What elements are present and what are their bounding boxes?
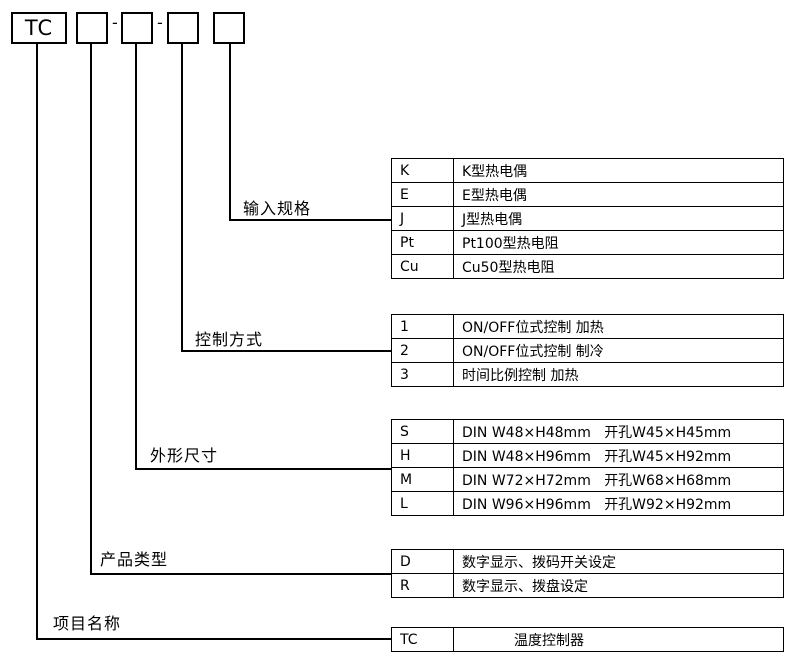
connector-control (181, 44, 391, 352)
option-code: 3 (391, 362, 454, 387)
option-desc: DIN W72×H72mm 开孔W68×H68mm (453, 467, 784, 492)
option-desc: Cu50型热电阻 (453, 254, 784, 279)
code-slot-type (76, 12, 108, 44)
option-code: K (391, 158, 454, 183)
option-desc: Pt100型热电阻 (453, 230, 784, 255)
label-size: 外形尺寸 (150, 446, 219, 465)
option-desc: 温度控制器 (453, 627, 784, 652)
option-desc: ON/OFF位式控制 制冷 (453, 338, 784, 363)
option-code: Cu (391, 254, 454, 279)
connector-type (90, 44, 391, 575)
option-desc: 数字显示、拨码开关设定 (453, 549, 784, 574)
separator-2: - (157, 13, 163, 32)
label-type: 产品类型 (100, 550, 169, 569)
option-desc: 时间比例控制 加热 (453, 362, 784, 387)
connector-input (229, 44, 391, 221)
connector-size (135, 44, 391, 470)
option-code: Pt (391, 230, 454, 255)
option-desc: E型热电偶 (453, 182, 784, 207)
code-slot-control (167, 12, 199, 44)
option-code: M (391, 467, 454, 492)
option-code: 1 (391, 314, 454, 339)
option-code: E (391, 182, 454, 207)
option-code: TC (391, 627, 454, 652)
option-desc: K型热电偶 (453, 158, 784, 183)
code-slot-size (121, 12, 153, 44)
option-code: H (391, 443, 454, 468)
separator-1: - (112, 13, 118, 32)
label-name: 项目名称 (53, 614, 122, 633)
option-code: J (391, 206, 454, 231)
option-code: L (391, 491, 454, 516)
option-desc: 数字显示、拨盘设定 (453, 573, 784, 598)
option-desc: J型热电偶 (453, 206, 784, 231)
option-code: R (391, 573, 454, 598)
model-prefix-box: TC (11, 12, 67, 44)
code-slot-input (213, 12, 245, 44)
option-desc: DIN W48×H96mm 开孔W45×H92mm (453, 443, 784, 468)
option-code: 2 (391, 338, 454, 363)
option-desc: ON/OFF位式控制 加热 (453, 314, 784, 339)
option-code: D (391, 549, 454, 574)
option-code: S (391, 419, 454, 444)
connector-name (36, 44, 391, 640)
label-control: 控制方式 (195, 330, 264, 349)
option-desc: DIN W96×H96mm 开孔W92×H92mm (453, 491, 784, 516)
label-input: 输入规格 (243, 199, 312, 218)
option-desc: DIN W48×H48mm 开孔W45×H45mm (453, 419, 784, 444)
